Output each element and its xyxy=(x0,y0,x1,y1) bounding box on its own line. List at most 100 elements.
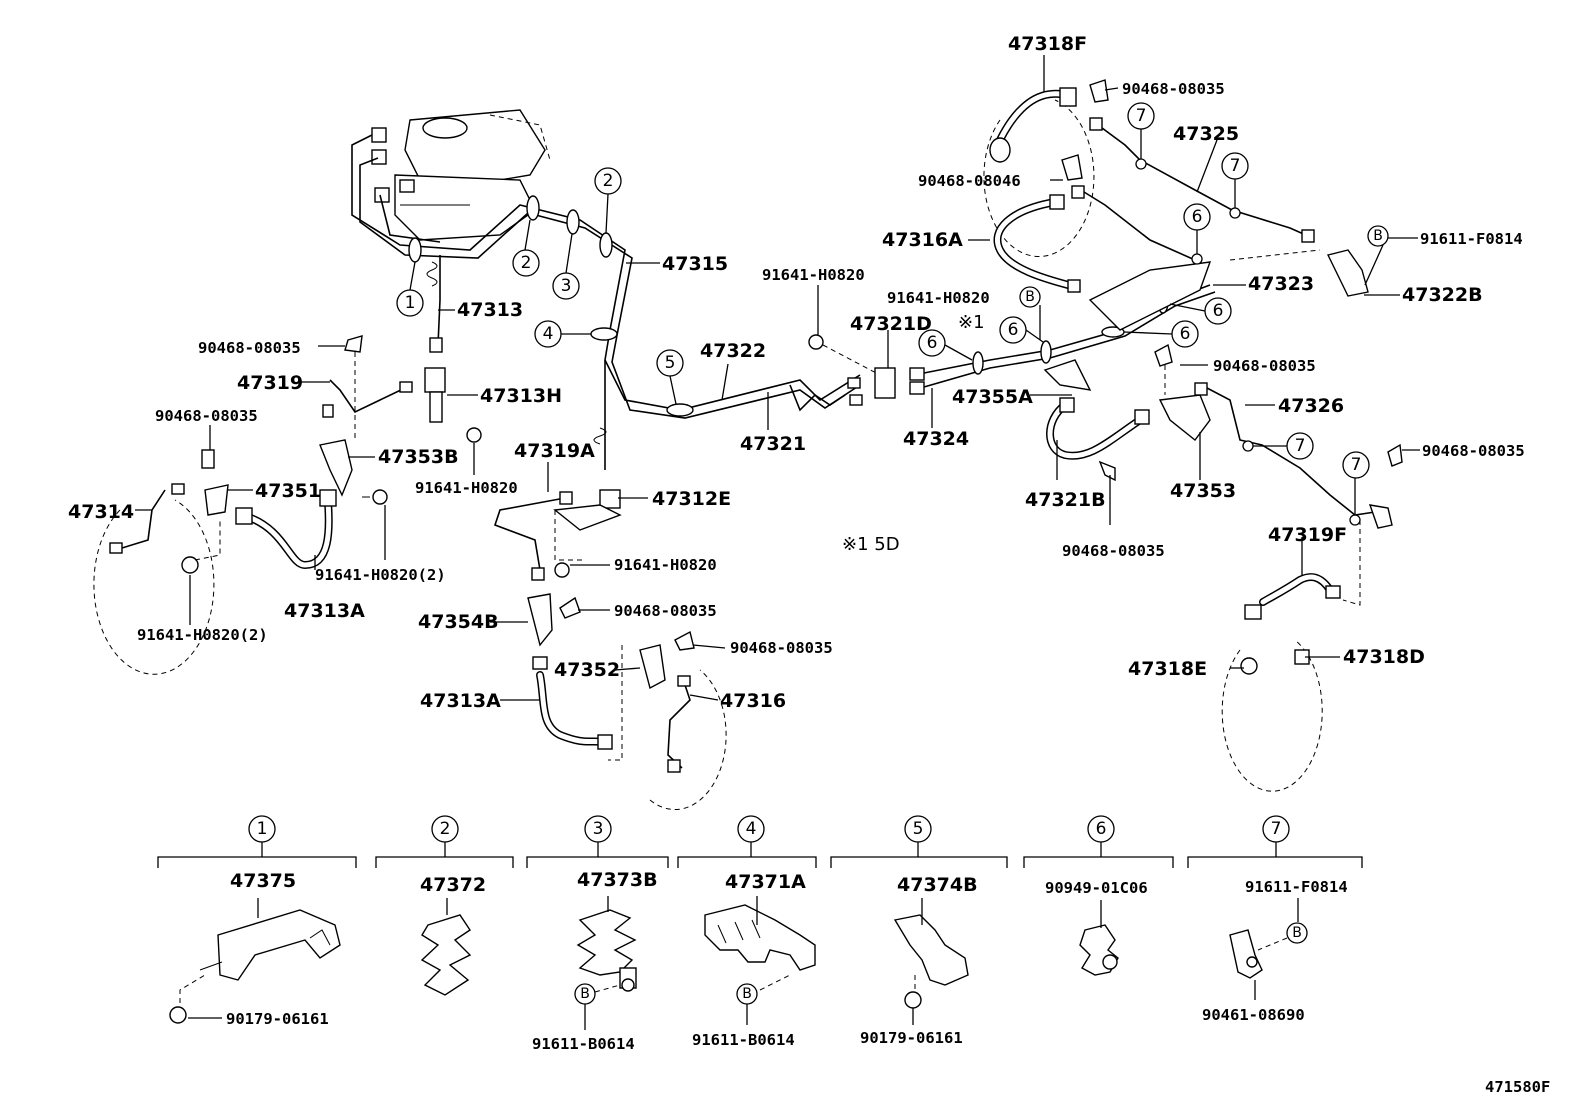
pn-90468-08035-top-right: 90468-08035 xyxy=(1122,80,1225,98)
pn-90468-08035-far-right: 90468-08035 xyxy=(1422,442,1525,460)
leader-lines xyxy=(135,55,1420,701)
part-number-labels: 90468-08035 90468-08046 91611-F0814 9164… xyxy=(137,80,1525,657)
callout-47313A-lower: 47313A xyxy=(420,690,501,712)
pn-91611-F0814-right: 91611-F0814 xyxy=(1420,230,1523,248)
circle-num-3: 3 xyxy=(552,233,580,300)
pn-90468-08035-lower: 90468-08035 xyxy=(614,602,717,620)
svg-text:2: 2 xyxy=(603,171,614,191)
top-right-group xyxy=(983,79,1369,297)
legend-part-7: 91611-F0814 xyxy=(1245,878,1348,896)
circle-num-7a: 7 xyxy=(1127,102,1155,160)
callout-47318F: 47318F xyxy=(1008,33,1087,55)
callout-47323: 47323 xyxy=(1248,273,1314,295)
svg-text:6: 6 xyxy=(1096,819,1107,839)
pn-90468-08035-left: 90468-08035 xyxy=(155,407,258,425)
callout-47313: 47313 xyxy=(457,299,523,321)
legend-sub-5: 90179-06161 xyxy=(860,1029,963,1047)
pn-91641-H0820-2-left: 91641-H0820(2) xyxy=(315,566,446,584)
legend-item-3: 3 47373B B 91611-B0614 xyxy=(532,815,658,1053)
legend-sub-3: 91611-B0614 xyxy=(532,1035,635,1053)
legend-item-4: 4 47371A B 91611-B0614 xyxy=(692,815,816,1049)
callout-47322B: 47322B xyxy=(1402,284,1483,306)
brake-pipes-right xyxy=(923,261,1216,391)
notes: ※1 ※1 5D xyxy=(842,312,985,555)
center-junction xyxy=(808,334,925,406)
svg-text:4: 4 xyxy=(746,819,757,839)
svg-text:2: 2 xyxy=(440,819,451,839)
circle-num-2b: 2 xyxy=(594,167,622,234)
svg-text:7: 7 xyxy=(1295,436,1306,456)
brake-pipes-main xyxy=(351,134,861,470)
master-cylinder-reservoir xyxy=(371,109,551,241)
callout-47313H: 47313H xyxy=(480,385,562,407)
svg-text:7: 7 xyxy=(1271,819,1282,839)
svg-text:1: 1 xyxy=(257,819,268,839)
legend-part-2: 47372 xyxy=(420,874,486,896)
callout-labels: 47318F 47325 47316A 47323 47322B 47321D … xyxy=(68,33,1483,712)
pn-91641-H0820-left: 91641-H0820 xyxy=(415,479,518,497)
left-rear-group xyxy=(93,335,482,675)
legend-item-7: 7 91611-F0814 B 90461-08690 xyxy=(1202,815,1348,1024)
callout-47352: 47352 xyxy=(554,659,620,681)
pn-91641-H0820-2-bottom: 91641-H0820(2) xyxy=(137,626,268,644)
legend: 1 47375 90179-06161 2 47372 3 47373B xyxy=(157,815,1363,1053)
pn-90468-08046: 90468-08046 xyxy=(918,172,1021,190)
right-rear-group xyxy=(1046,343,1403,792)
circle-num-6e: 6 xyxy=(1183,203,1211,255)
legend-item-5: 5 47374B 90179-06161 xyxy=(860,815,978,1047)
star-marker: ※1 xyxy=(958,312,985,333)
svg-text:B: B xyxy=(1025,289,1035,305)
legend-sub-7: 90461-08690 xyxy=(1202,1006,1305,1024)
star-note: ※1 5D xyxy=(842,534,900,555)
legend-part-5: 47374B xyxy=(897,874,978,896)
legend-item-2: 2 47372 xyxy=(420,815,486,996)
svg-text:6: 6 xyxy=(1213,301,1224,321)
callout-47319A: 47319A xyxy=(514,440,595,462)
svg-text:B: B xyxy=(1373,228,1383,244)
legend-part-4: 47371A xyxy=(725,871,806,893)
svg-text:6: 6 xyxy=(1180,324,1191,344)
legend-part-1: 47375 xyxy=(230,870,296,892)
callout-47355A: 47355A xyxy=(952,386,1033,408)
pn-90468-08035-lower-right: 90468-08035 xyxy=(730,639,833,657)
svg-text:6: 6 xyxy=(1192,207,1203,227)
circle-num-6c: 6 xyxy=(1123,320,1199,348)
pn-91641-H0820-B: 91641-H0820 xyxy=(887,289,990,307)
pn-91641-H0820-lower: 91641-H0820 xyxy=(614,556,717,574)
svg-text:7: 7 xyxy=(1136,106,1147,126)
callout-47354B: 47354B xyxy=(418,611,499,633)
svg-text:2: 2 xyxy=(521,253,532,273)
callout-47325: 47325 xyxy=(1173,123,1239,145)
callout-47353: 47353 xyxy=(1170,480,1236,502)
pn-90468-08035-right-mid: 90468-08035 xyxy=(1213,357,1316,375)
callout-47351: 47351 xyxy=(255,480,321,502)
callout-47321B: 47321B xyxy=(1025,489,1106,511)
legend-sub-1: 90179-06161 xyxy=(226,1010,329,1028)
callout-47353B: 47353B xyxy=(378,446,459,468)
circle-num-6d: 6 xyxy=(1169,297,1232,325)
svg-text:7: 7 xyxy=(1351,455,1362,475)
svg-text:1: 1 xyxy=(405,293,416,313)
callout-47312E: 47312E xyxy=(652,488,731,510)
svg-text:7: 7 xyxy=(1230,156,1241,176)
callout-47324: 47324 xyxy=(903,428,969,450)
circle-num-7d: 7 xyxy=(1342,451,1370,479)
callout-47318E: 47318E xyxy=(1128,658,1207,680)
circle-num-6b: 6 xyxy=(999,316,1044,344)
circle-num-4: 4 xyxy=(534,320,591,348)
circled-numbers: 1 2 2 3 4 5 6 6 6 6 6 7 7 7 7 xyxy=(396,102,1370,526)
svg-text:5: 5 xyxy=(913,819,924,839)
pn-90468-08035-left-top: 90468-08035 xyxy=(198,339,301,357)
svg-text:6: 6 xyxy=(927,333,938,353)
svg-text:B: B xyxy=(742,986,752,1002)
circle-num-5: 5 xyxy=(656,349,684,405)
svg-text:6: 6 xyxy=(1008,320,1019,340)
svg-text:3: 3 xyxy=(593,819,604,839)
callout-47321D: 47321D xyxy=(850,313,932,335)
center-lower-group xyxy=(493,489,727,810)
pn-90468-08035-right-bottom: 90468-08035 xyxy=(1062,542,1165,560)
callout-47314: 47314 xyxy=(68,501,134,523)
callout-47319: 47319 xyxy=(237,372,303,394)
legend-part-3: 47373B xyxy=(577,869,658,891)
